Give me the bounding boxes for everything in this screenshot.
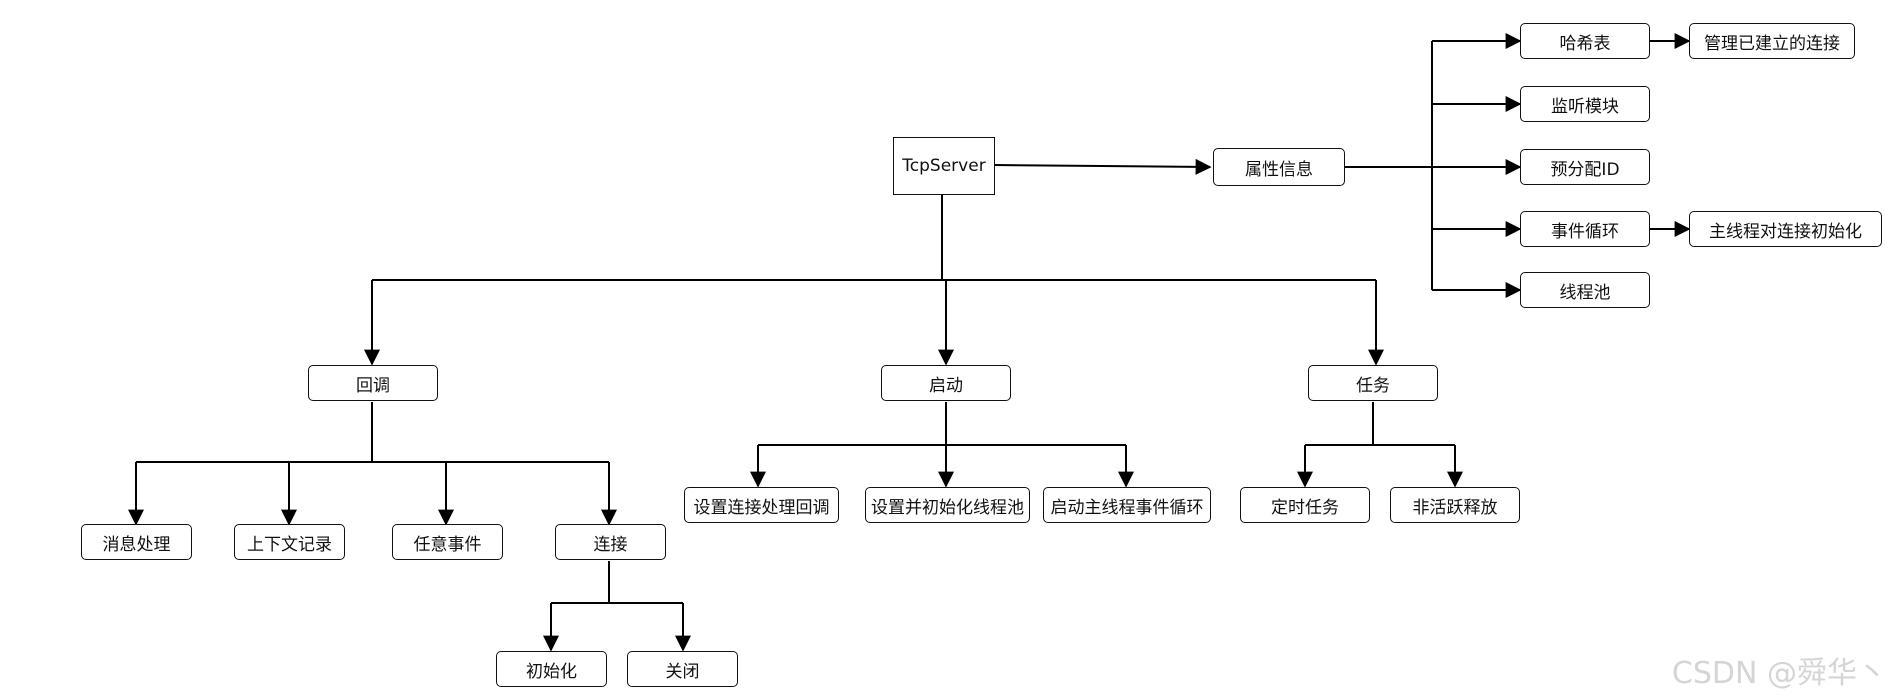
node-tcpserver: TcpServer [893,137,995,195]
node-set-connection-callback: 设置连接处理回调 [684,487,839,523]
node-message-handling: 消息处理 [81,524,192,560]
node-start: 启动 [881,365,1011,401]
node-close: 关闭 [627,651,738,687]
edge-root-attr [993,158,1212,175]
node-any-event: 任意事件 [392,524,503,560]
node-callback: 回调 [308,365,438,401]
node-thread-pool: 线程池 [1520,272,1650,308]
node-attributes: 属性信息 [1213,148,1345,186]
node-manage-connections: 管理已建立的连接 [1689,23,1855,59]
node-listen-module: 监听模块 [1520,86,1650,122]
watermark: CSDN @舜华丶 [1671,656,1887,691]
node-task: 任务 [1308,365,1438,401]
node-context-record: 上下文记录 [234,524,345,560]
node-preallocated-id: 预分配ID [1520,149,1650,185]
node-start-main-loop: 启动主线程事件循环 [1043,487,1211,523]
node-event-loop: 事件循环 [1520,211,1650,247]
node-timer-task: 定时任务 [1240,487,1370,523]
node-hashtable: 哈希表 [1520,23,1650,59]
node-main-thread-init: 主线程对连接初始化 [1689,211,1882,247]
node-connection: 连接 [555,524,666,560]
node-set-thread-pool: 设置并初始化线程池 [865,487,1030,523]
node-initialize: 初始化 [496,651,607,687]
node-inactive-release: 非活跃释放 [1390,487,1520,523]
